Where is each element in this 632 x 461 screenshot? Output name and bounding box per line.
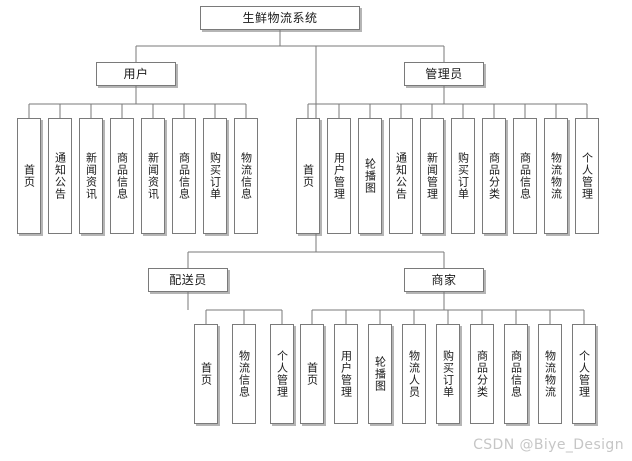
node-label: 通知公告 bbox=[394, 152, 408, 200]
node-leaf-admin-2[interactable]: 轮播图 bbox=[358, 118, 382, 234]
node-label: 商品信息 bbox=[509, 350, 523, 398]
node-label: 通知公告 bbox=[53, 152, 67, 200]
node-group-user[interactable]: 用户 bbox=[96, 62, 176, 86]
node-label: 购买订单 bbox=[456, 152, 470, 200]
node-leaf-courier-2[interactable]: 个人管理 bbox=[270, 324, 294, 424]
node-label: 物流人员 bbox=[407, 350, 421, 398]
node-label: 商品信息 bbox=[177, 152, 191, 200]
node-leaf-user-5[interactable]: 商品信息 bbox=[172, 118, 196, 234]
node-label: 个人管理 bbox=[275, 350, 289, 398]
node-label: 购买订单 bbox=[208, 152, 222, 200]
node-label: 个人管理 bbox=[580, 152, 594, 200]
node-label: 商品分类 bbox=[475, 350, 489, 398]
node-label: 商品信息 bbox=[115, 152, 129, 200]
node-leaf-admin-8[interactable]: 物流物流 bbox=[544, 118, 568, 234]
node-label: 管理员 bbox=[425, 66, 463, 81]
node-group-admin[interactable]: 管理员 bbox=[404, 62, 484, 86]
node-label: 首页 bbox=[199, 362, 213, 386]
node-leaf-merchant-5[interactable]: 商品分类 bbox=[470, 324, 494, 424]
node-leaf-admin-5[interactable]: 购买订单 bbox=[451, 118, 475, 234]
node-leaf-courier-0[interactable]: 首页 bbox=[194, 324, 218, 424]
node-label: 首页 bbox=[305, 362, 319, 386]
node-leaf-merchant-6[interactable]: 商品信息 bbox=[504, 324, 528, 424]
node-leaf-admin-1[interactable]: 用户管理 bbox=[327, 118, 351, 234]
node-label: 新闻资讯 bbox=[84, 152, 98, 200]
node-label: 商品分类 bbox=[487, 152, 501, 200]
node-label: 物流信息 bbox=[237, 350, 251, 398]
node-label: 物流物流 bbox=[549, 152, 563, 200]
node-label: 新闻资讯 bbox=[146, 152, 160, 200]
node-label: 商品信息 bbox=[518, 152, 532, 200]
node-leaf-user-7[interactable]: 物流信息 bbox=[234, 118, 258, 234]
node-leaf-courier-1[interactable]: 物流信息 bbox=[232, 324, 256, 424]
node-leaf-merchant-0[interactable]: 首页 bbox=[300, 324, 324, 424]
node-label: 轮播图 bbox=[363, 158, 377, 194]
node-group-courier[interactable]: 配送员 bbox=[148, 268, 228, 292]
node-leaf-admin-7[interactable]: 商品信息 bbox=[513, 118, 537, 234]
node-label: 首页 bbox=[22, 164, 36, 188]
node-leaf-merchant-4[interactable]: 购买订单 bbox=[436, 324, 460, 424]
node-leaf-admin-3[interactable]: 通知公告 bbox=[389, 118, 413, 234]
node-leaf-admin-0[interactable]: 首页 bbox=[296, 118, 320, 234]
node-label: 购买订单 bbox=[441, 350, 455, 398]
node-leaf-user-1[interactable]: 通知公告 bbox=[48, 118, 72, 234]
node-label: 新闻管理 bbox=[425, 152, 439, 200]
node-label: 用户管理 bbox=[339, 350, 353, 398]
node-leaf-admin-9[interactable]: 个人管理 bbox=[575, 118, 599, 234]
node-leaf-user-4[interactable]: 新闻资讯 bbox=[141, 118, 165, 234]
node-leaf-merchant-7[interactable]: 物流物流 bbox=[538, 324, 562, 424]
node-leaf-user-0[interactable]: 首页 bbox=[17, 118, 41, 234]
node-leaf-merchant-1[interactable]: 用户管理 bbox=[334, 324, 358, 424]
node-leaf-merchant-3[interactable]: 物流人员 bbox=[402, 324, 426, 424]
node-leaf-merchant-2[interactable]: 轮播图 bbox=[368, 324, 392, 424]
node-leaf-user-6[interactable]: 购买订单 bbox=[203, 118, 227, 234]
node-leaf-merchant-8[interactable]: 个人管理 bbox=[572, 324, 596, 424]
node-label: 首页 bbox=[301, 164, 315, 188]
node-label: 用户管理 bbox=[332, 152, 346, 200]
node-group-merchant[interactable]: 商家 bbox=[404, 268, 484, 292]
node-label: 商家 bbox=[431, 272, 457, 287]
node-label: 物流信息 bbox=[239, 152, 253, 200]
node-label: 轮播图 bbox=[373, 356, 387, 392]
watermark-text: CSDN @Biye_Design bbox=[473, 437, 624, 453]
node-root[interactable]: 生鲜物流系统 bbox=[200, 6, 360, 30]
node-label: 物流物流 bbox=[543, 350, 557, 398]
node-label: 用户 bbox=[123, 66, 149, 81]
node-leaf-user-3[interactable]: 商品信息 bbox=[110, 118, 134, 234]
node-label: 生鲜物流系统 bbox=[242, 10, 318, 25]
node-leaf-user-2[interactable]: 新闻资讯 bbox=[79, 118, 103, 234]
node-leaf-admin-6[interactable]: 商品分类 bbox=[482, 118, 506, 234]
node-label: 个人管理 bbox=[577, 350, 591, 398]
node-leaf-admin-4[interactable]: 新闻管理 bbox=[420, 118, 444, 234]
node-label: 配送员 bbox=[169, 272, 207, 287]
